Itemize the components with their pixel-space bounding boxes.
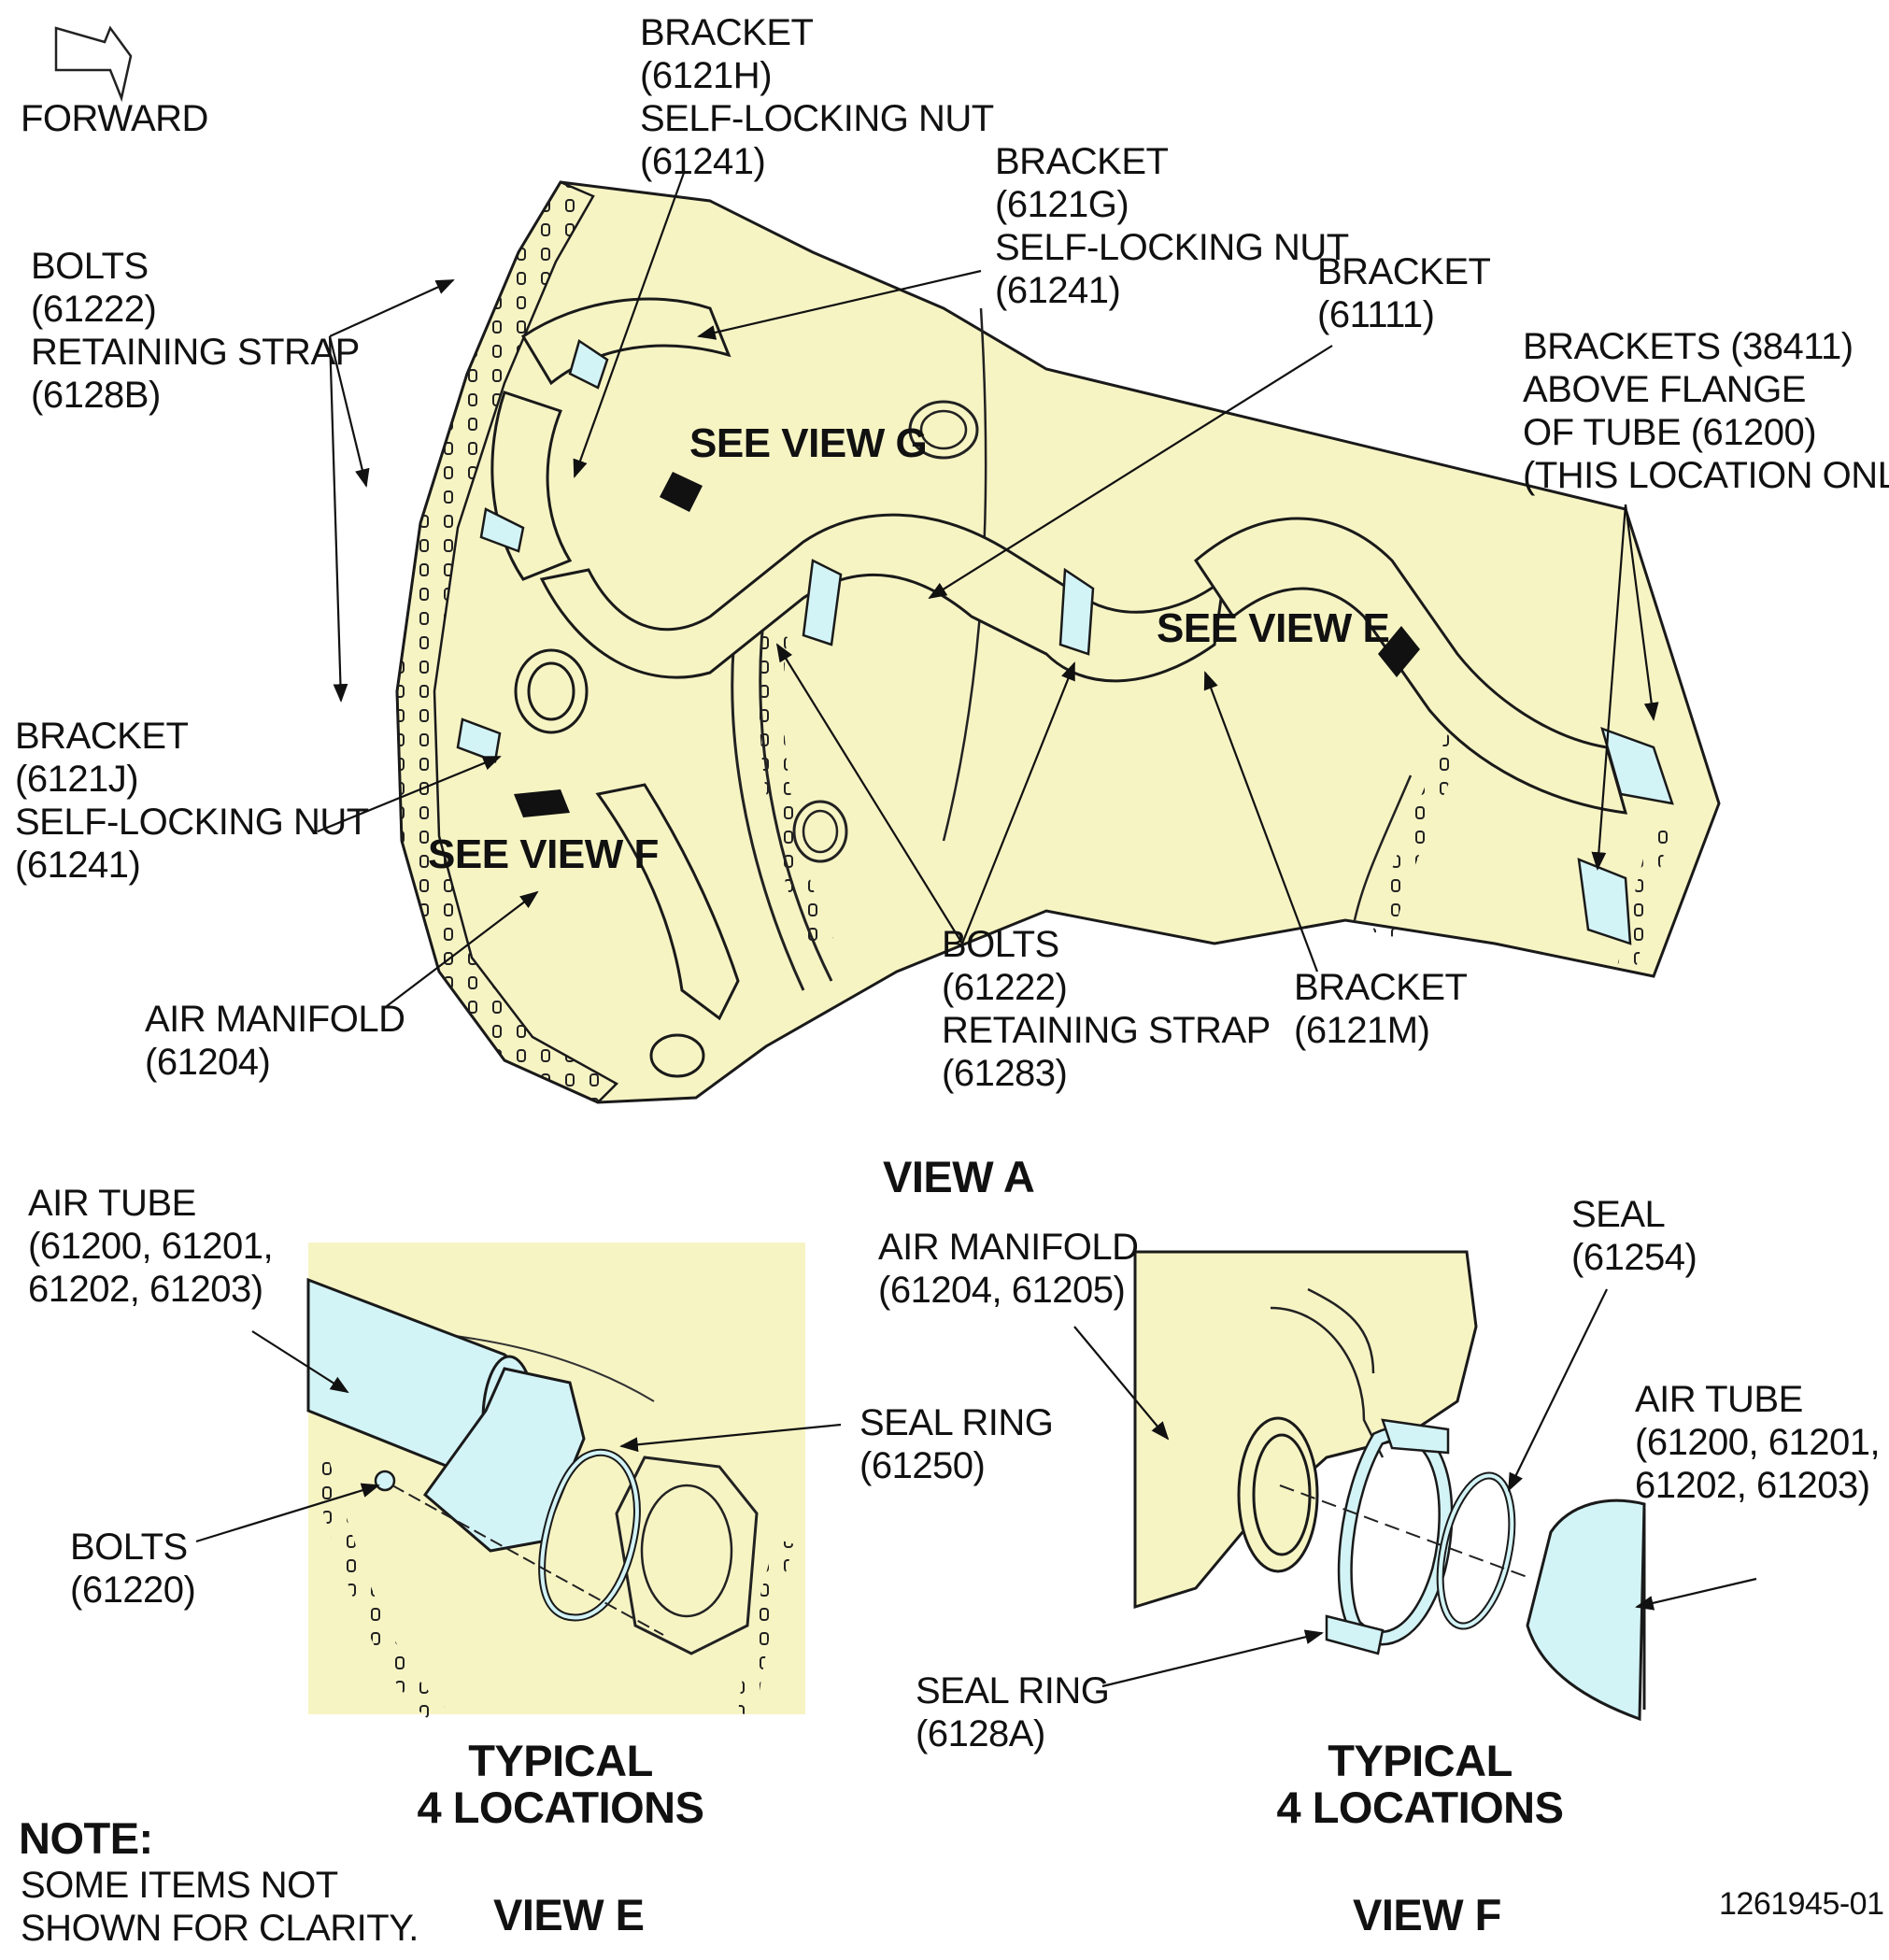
callout-bracket-61111: BRACKET(61111) (1317, 251, 1491, 335)
note-title: NOTE: (19, 1813, 153, 1863)
retaining-straps (456, 339, 1674, 945)
view-e-title: VIEW E (493, 1890, 645, 1939)
callout-bracket-6121m: BRACKET(6121M) (1294, 967, 1468, 1051)
callout-brackets-38411: BRACKETS (38411)ABOVE FLANGE OF TUBE (61… (1523, 326, 1889, 496)
callout-seal-61254: SEAL(61254) (1571, 1194, 1697, 1278)
callout-air-manifold-61204: AIR MANIFOLD(61204) (145, 999, 405, 1083)
forward-label: FORWARD (21, 98, 208, 139)
leader-lines-view-e (195, 1330, 842, 1543)
view-e-detail (306, 1243, 805, 1724)
callout-bolts-strap-6128b: BOLTS(61222) RETAINING STRAP(6128B) (31, 246, 360, 416)
callout-bolts-strap-61283: BOLTS(61222) RETAINING STRAP(61283) (942, 924, 1271, 1094)
callout-seal-ring-6128a: SEAL RING(6128A) (916, 1670, 1110, 1754)
see-view-f-label: SEE VIEW F (428, 831, 659, 877)
callout-air-tube-f: AIR TUBE(61200, 61201, 61202, 61203) (1635, 1379, 1881, 1506)
callout-bracket-6121h: BRACKET(6121H) SELF-LOCKING NUT(61241) (640, 12, 994, 182)
callout-bracket-6121g: BRACKET(6121G) SELF-LOCKING NUT(61241) (995, 141, 1349, 311)
see-view-g-label: SEE VIEW G (689, 420, 928, 466)
view-a-title: VIEW A (883, 1152, 1035, 1201)
leader-lines-view-a (317, 172, 1659, 1010)
figure-id: 1261945-01 (1719, 1886, 1884, 1922)
callout-seal-ring-61250: SEAL RING(61250) (859, 1402, 1054, 1486)
view-f-detail (1133, 1250, 1646, 1722)
callout-bracket-6121j: BRACKET(6121J) SELF-LOCKING NUT(61241) (15, 716, 369, 886)
see-view-e-label: SEE VIEW E (1157, 605, 1390, 651)
callout-air-tube-e: AIR TUBE(61200, 61201, 61202, 61203) (28, 1183, 274, 1310)
callout-bolts-61220: BOLTS(61220) (70, 1527, 196, 1611)
forward-arrow-icon (54, 25, 133, 103)
leader-lines-view-f (1073, 1288, 1757, 1688)
callout-air-manifold-f: AIR MANIFOLD(61204, 61205) (878, 1227, 1139, 1311)
view-pointer-arrows (514, 472, 1420, 817)
view-f-title: VIEW F (1353, 1890, 1501, 1939)
